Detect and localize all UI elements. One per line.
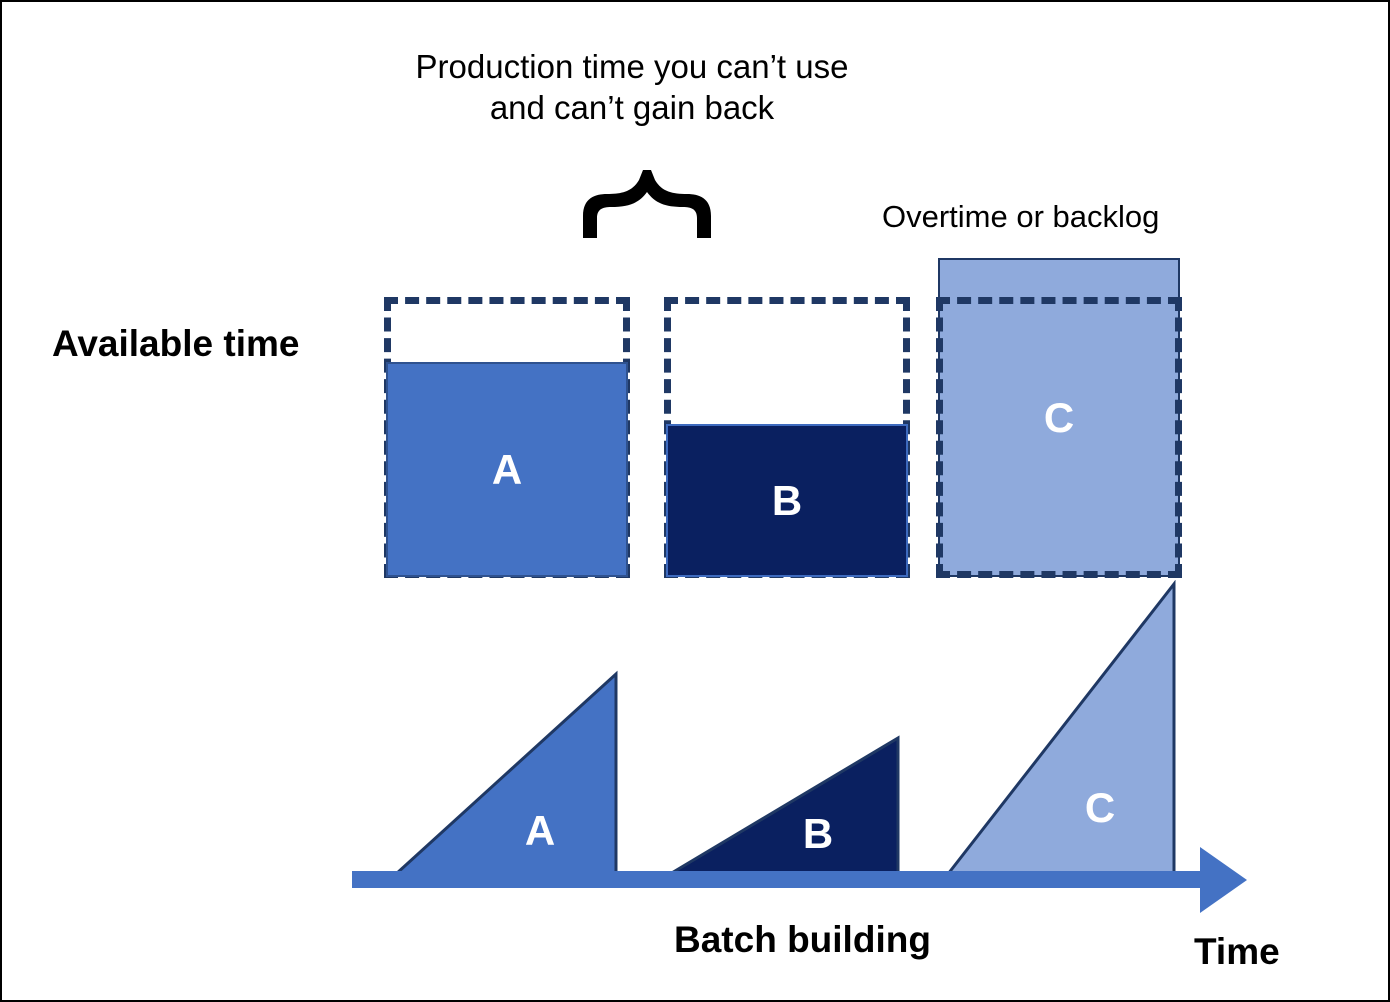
available-time-label: Available time — [52, 323, 300, 364]
right-arrow-icon — [1200, 847, 1247, 913]
batch-ramp-b[interactable] — [664, 734, 904, 878]
page-title: Production time you can’t use and can’t … — [415, 48, 849, 127]
batch-ramp-a-letter-wrap: A — [510, 807, 570, 855]
overtime-or-backlog-label: Overtime or backlog — [882, 199, 1160, 234]
used-time-block-c[interactable]: C — [938, 258, 1180, 577]
capacity-envelope-c — [936, 297, 1182, 578]
batch-ramp-c[interactable] — [944, 579, 1180, 878]
batch-ramp-a-letter: A — [524, 807, 556, 854]
batch-ramp-b-letter: B — [802, 810, 834, 857]
batch-ramp-c-letter: C — [1084, 784, 1116, 831]
batch-ramp-c-letter-wrap: C — [1070, 784, 1130, 832]
curly-brace-up-icon — [577, 168, 717, 238]
block-b-letter: B — [771, 476, 803, 524]
batch-ramp-a[interactable] — [392, 670, 622, 878]
used-time-block-b[interactable]: B — [666, 424, 908, 577]
batch-building-label: Batch building — [674, 919, 931, 960]
used-time-block-a[interactable]: A — [386, 362, 628, 577]
time-axis-line — [352, 871, 1218, 888]
time-axis-label: Time — [1194, 931, 1280, 972]
batch-ramp-b-letter-wrap: B — [788, 810, 848, 858]
block-a-letter: A — [491, 445, 523, 493]
